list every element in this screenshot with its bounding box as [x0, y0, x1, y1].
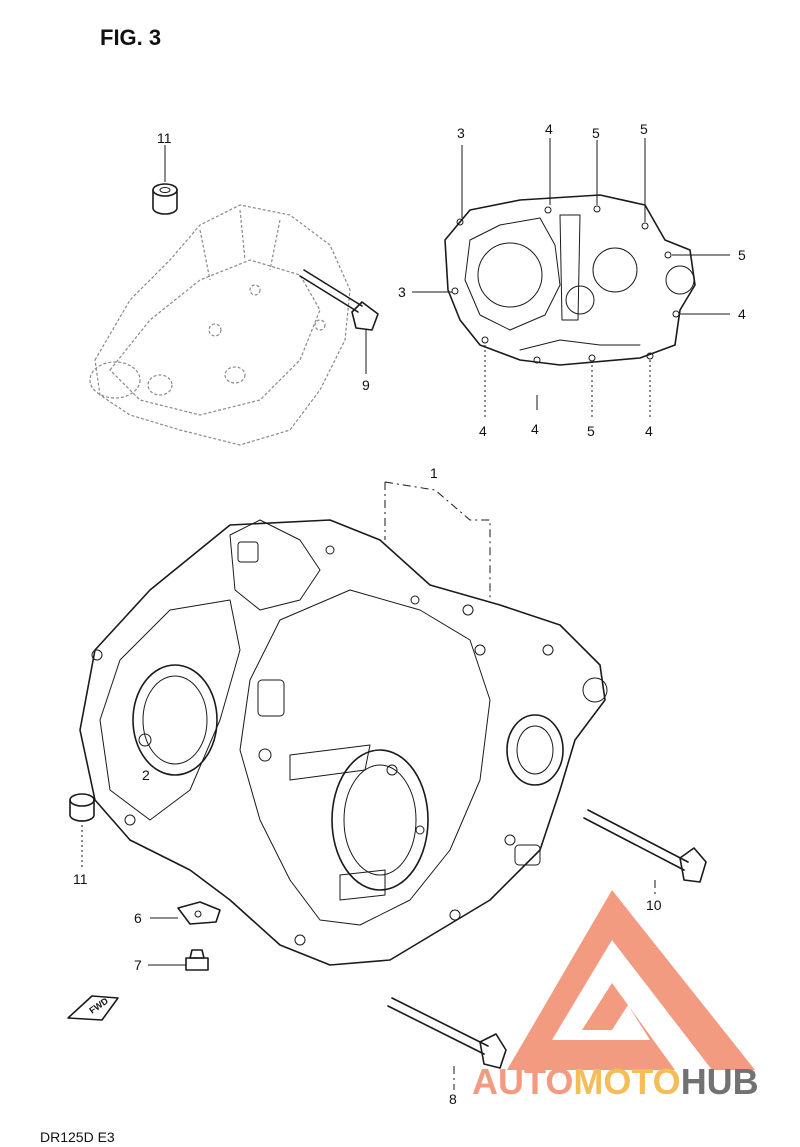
callout-7: 7 [134, 957, 142, 973]
grommet-11-top [152, 183, 178, 215]
callout-11-bottom: 11 [73, 871, 88, 887]
model-label: DR125D E3 [40, 1129, 115, 1145]
callout-8: 8 [449, 1091, 457, 1107]
leader-lines [81, 138, 730, 1090]
callout-6: 6 [134, 910, 142, 926]
callout-5-bottom: 5 [587, 423, 595, 439]
clamp-6 [177, 901, 221, 925]
callout-4-bottom-b: 4 [531, 421, 539, 437]
callout-10: 10 [646, 897, 662, 913]
callout-4-top: 4 [545, 121, 553, 137]
callout-5-top-b: 5 [640, 121, 648, 137]
callout-1: 1 [430, 465, 438, 481]
grommet-11-bottom [69, 793, 95, 822]
bolt-9 [299, 269, 379, 331]
callout-2: 2 [142, 767, 150, 783]
crankcase-main [79, 519, 608, 966]
callouts: 11 9 3 3 4 5 5 5 4 4 4 5 4 1 2 11 6 7 10… [73, 121, 746, 1107]
watermark-text-a: AUTOMOTOHUB [472, 1061, 759, 1102]
bolt-8 [387, 997, 507, 1069]
callout-11-top: 11 [157, 130, 172, 146]
figure-title: FIG. 3 [100, 25, 161, 50]
fwd-direction-arrow: FWD [67, 995, 119, 1021]
callout-5-top-a: 5 [592, 125, 600, 141]
callout-4-bottom-c: 4 [645, 423, 653, 439]
callout-9: 9 [362, 377, 370, 393]
callout-4-bottom-a: 4 [479, 423, 487, 439]
watermark-logo: AUTOMOTOHUB [472, 890, 759, 1102]
callout-4-right: 4 [738, 306, 746, 322]
crankcase-left-outline [444, 194, 696, 366]
screw-7 [185, 949, 209, 971]
callout-3-left: 3 [398, 284, 406, 300]
callout-5-right: 5 [738, 247, 746, 263]
crankcase-right-ghost [89, 204, 351, 446]
callout-3-top: 3 [457, 125, 465, 141]
bolt-10 [583, 809, 707, 883]
